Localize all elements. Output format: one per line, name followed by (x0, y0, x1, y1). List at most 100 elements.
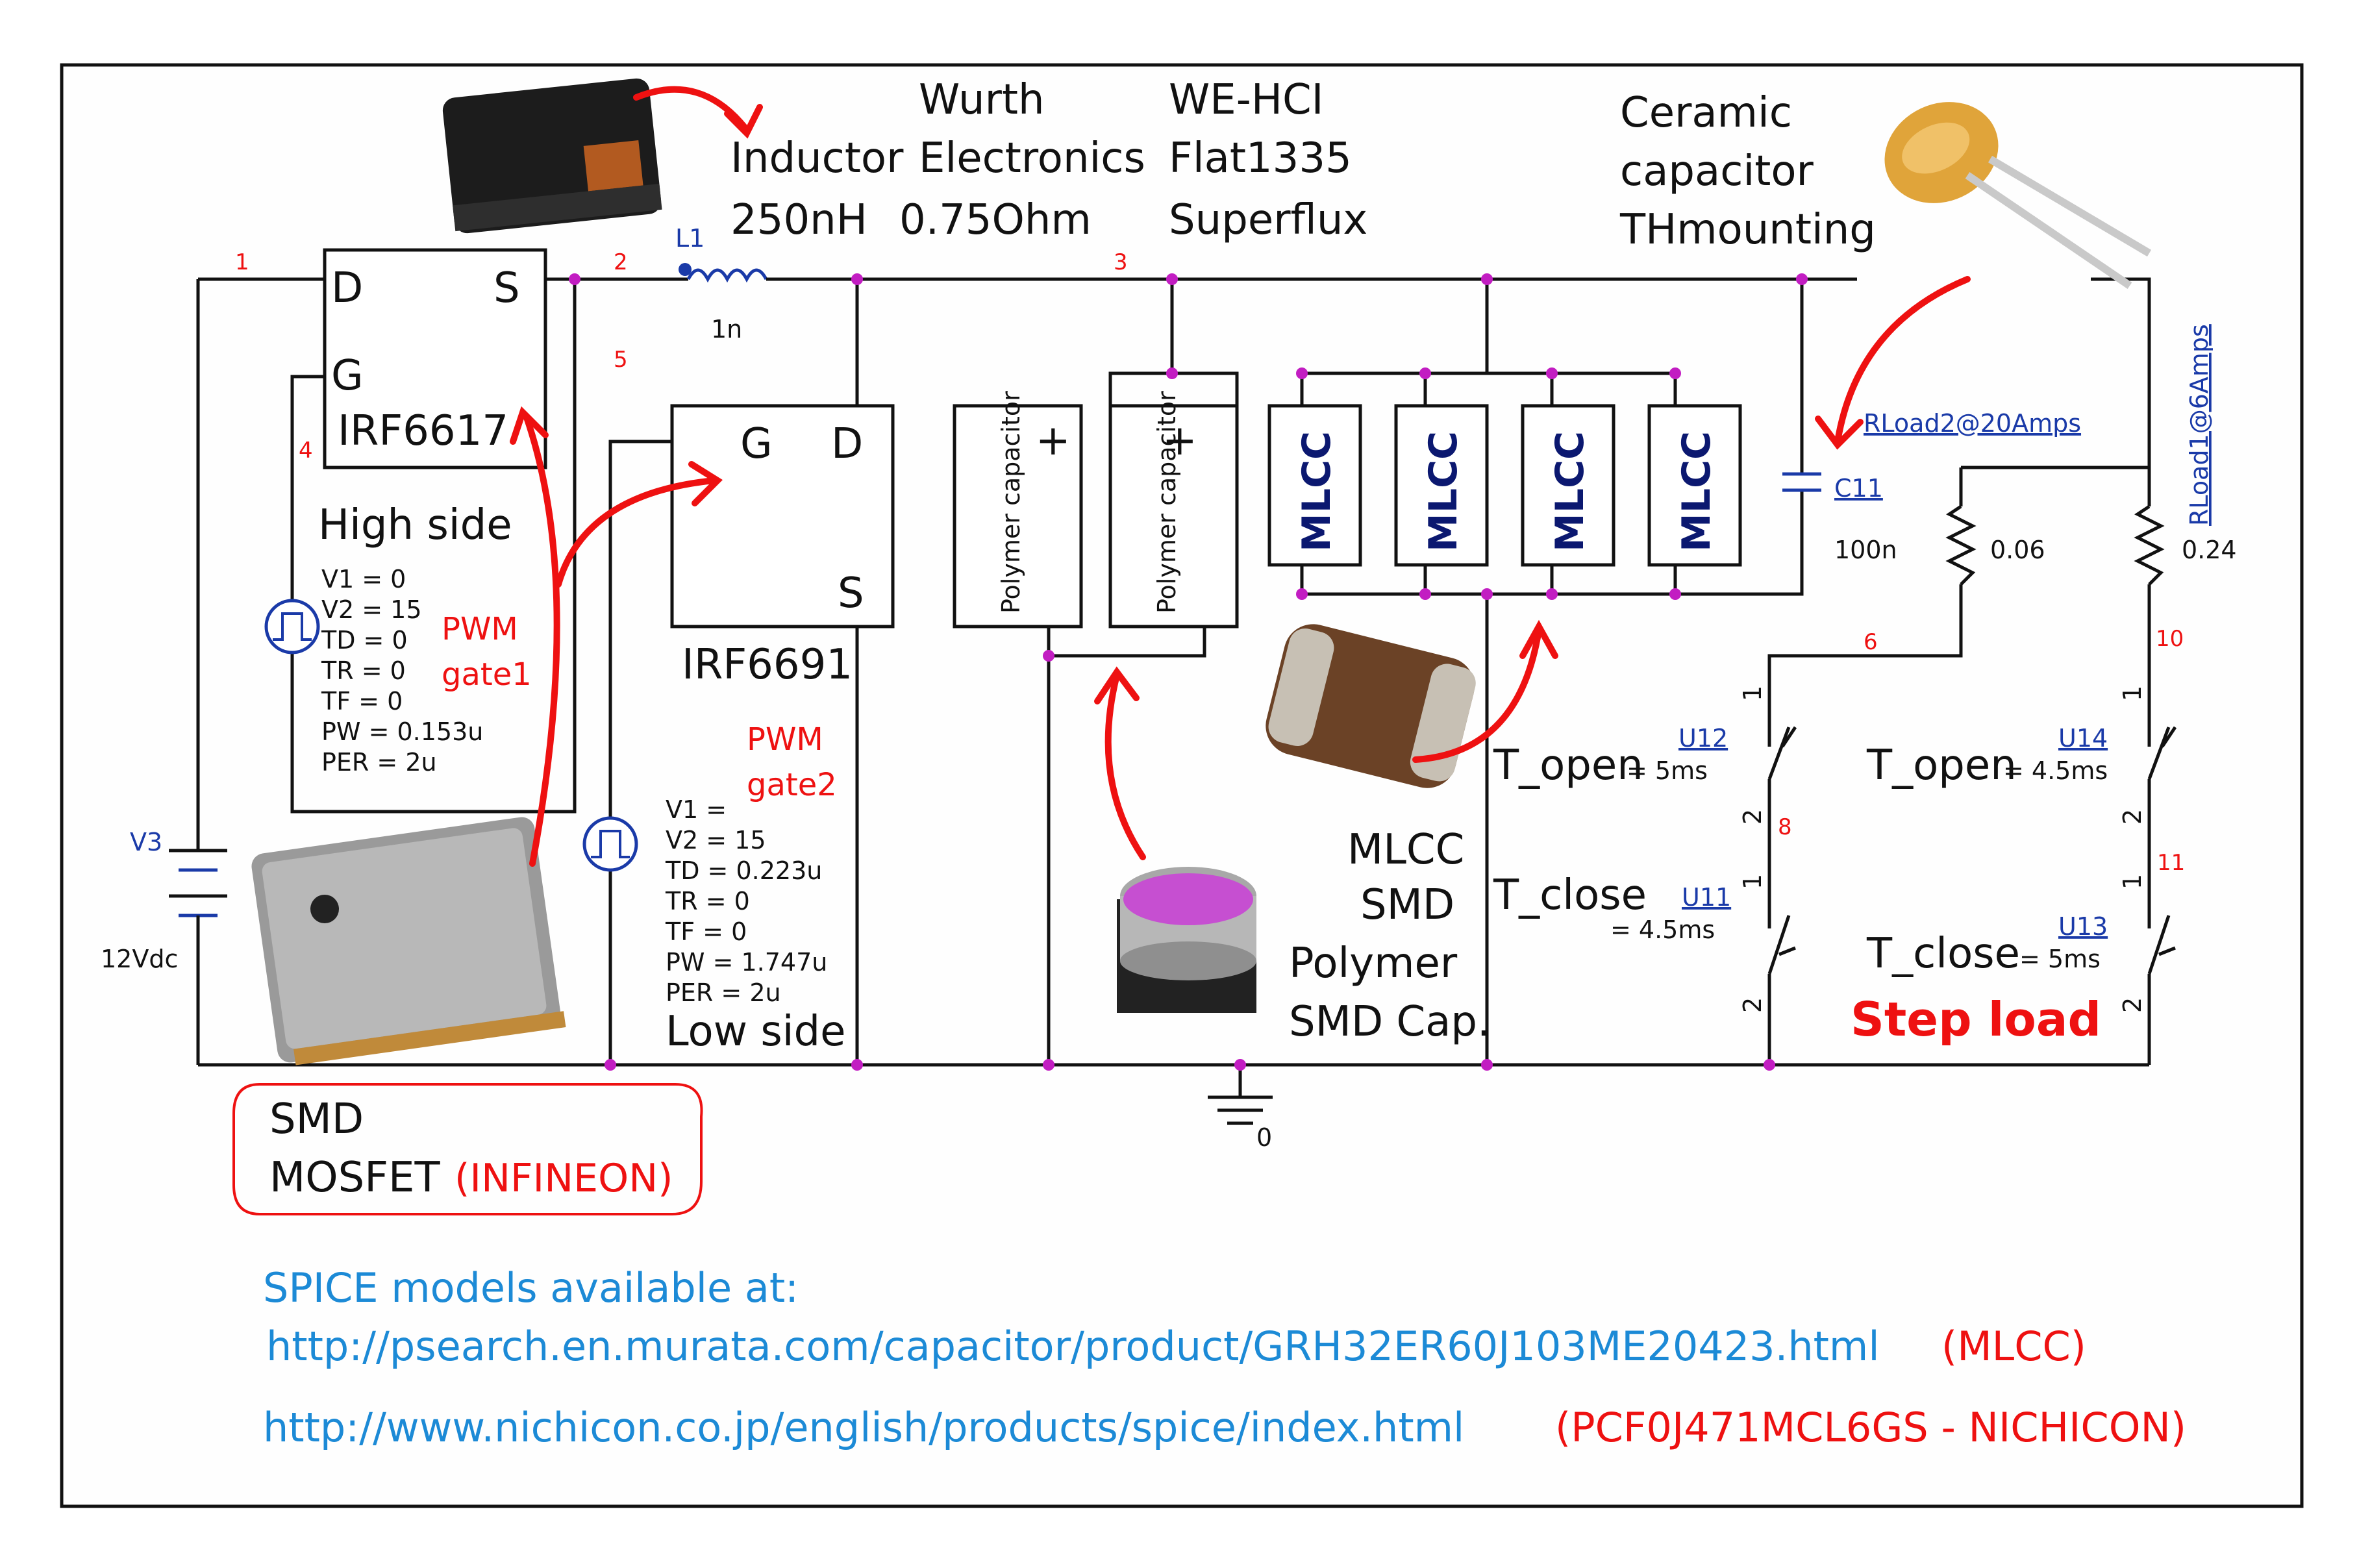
mosfet-photo (251, 817, 566, 1065)
pwm-gate1-b: gate1 (442, 656, 532, 693)
mlcc-label-4: MLCC (1674, 431, 1719, 552)
pulse-source-high (264, 599, 320, 654)
ls-v2: V2 = 15 (666, 826, 766, 854)
electronics-label: Electronics (919, 134, 1145, 182)
resistor-rload1 (2134, 504, 2165, 586)
sw-u13-pin2: 2 (2118, 997, 2147, 1013)
hs-tf: TF = 0 (321, 687, 403, 716)
t-close-a-val: = 4.5ms (1610, 915, 1715, 944)
pulse-source-low (582, 816, 638, 872)
mlcc-label-3: MLCC (1547, 431, 1593, 552)
ls-tf: TF = 0 (665, 917, 747, 946)
inductor-symbol (649, 263, 792, 283)
mlcc-smd-label-1: MLCC (1347, 826, 1464, 874)
mlcc-label-1: MLCC (1294, 431, 1340, 552)
nichicon-note: (PCF0J471MCL6GS - NICHICON) (1555, 1404, 2186, 1451)
u11-label: U11 (1682, 883, 1731, 912)
ceramic-capacitor-photo (1884, 102, 2152, 289)
mlcc-box-4 (1647, 404, 1742, 567)
mosfet-low-box (670, 404, 895, 628)
node-8: 8 (1778, 814, 1792, 840)
polymer-smd-label-1: Polymer (1289, 940, 1458, 988)
c11-symbol (1782, 472, 1821, 492)
u13-label: U13 (2058, 912, 2108, 941)
polymer-cap-plus-2: + (1162, 417, 1197, 465)
hs-drain: D (331, 264, 363, 312)
ceramic-label-2: capacitor (1620, 147, 1814, 195)
node-2: 2 (614, 249, 628, 275)
node-11: 11 (2157, 850, 2185, 876)
rload1-label: RLoad1@6Amps (2185, 324, 2214, 526)
v3-value: 12Vdc (101, 945, 178, 973)
switch-u14 (2147, 721, 2177, 780)
node-dots (569, 273, 1808, 1071)
infineon-label: (INFINEON) (455, 1156, 673, 1201)
low-side-label: Low side (666, 1008, 846, 1056)
ls-per: PER = 2u (666, 978, 781, 1007)
nichicon-link[interactable]: http://www.nichicon.co.jp/english/produc… (263, 1404, 1464, 1451)
pwm-gate2-a: PWM (747, 721, 823, 758)
superflux-label: Superflux (1169, 196, 1367, 244)
mlcc-box-2 (1394, 404, 1489, 567)
ground-label: 0 (1256, 1123, 1272, 1152)
polymer-cap-label-1: Polymer capacitor (997, 391, 1025, 614)
mlcc-box-3 (1521, 404, 1615, 567)
l1-label: L1 (675, 224, 705, 253)
ls-tr: TR = 0 (665, 887, 750, 915)
sw-u11-pin2: 2 (1738, 997, 1767, 1013)
t-close-b-val: = 5ms (2019, 945, 2101, 973)
v3-label: V3 (130, 828, 162, 856)
flat-label: Flat1335 (1169, 134, 1352, 182)
sw-u14-pin1: 1 (2118, 686, 2147, 701)
polymer-cap-label-2: Polymer capacitor (1153, 391, 1181, 614)
t-open-b: T_open (1866, 741, 2017, 790)
murata-link[interactable]: http://psearch.en.murata.com/capacitor/p… (266, 1323, 1880, 1370)
step-load-label: Step load (1851, 992, 2101, 1047)
sw-u12-pin1: 1 (1738, 686, 1767, 701)
r024-label: 0.24 (2182, 536, 2237, 564)
node-4: 4 (299, 438, 313, 464)
node-10: 10 (2156, 626, 2184, 652)
c11-value: 100n (1834, 536, 1897, 564)
we-hci-label: WE-HCI (1169, 76, 1324, 124)
mlcc-box-1 (1267, 404, 1362, 567)
ls-drain: D (831, 420, 863, 468)
hs-td: TD = 0 (321, 626, 408, 654)
t-open-b-val: = 4.5ms (2003, 756, 2108, 785)
sw-u14-pin2: 2 (2118, 809, 2147, 825)
u14-label: U14 (2058, 724, 2108, 753)
switch-u11 (1767, 909, 1796, 975)
hs-gate: G (331, 352, 364, 400)
node-3: 3 (1114, 249, 1128, 275)
pwm-gate1-a: PWM (442, 611, 518, 647)
mlcc-smd-label-2: SMD (1360, 881, 1454, 929)
ls-part: IRF6691 (682, 641, 853, 689)
hs-v1: V1 = 0 (321, 565, 406, 593)
dcr-label: 0.75Ohm (899, 196, 1091, 244)
switch-u13 (2147, 909, 2176, 975)
t-close-a: T_close (1493, 871, 1647, 919)
mlcc-photo (1266, 624, 1476, 788)
t-open-a-val: = 5ms (1627, 756, 1708, 785)
smd-mosfet-callout (232, 1083, 703, 1215)
ls-source: S (838, 569, 864, 617)
high-side-label: High side (318, 501, 512, 549)
c11-label: C11 (1834, 474, 1883, 503)
rload2-label: RLoad2@20Amps (1864, 409, 2081, 438)
hs-pw: PW = 0.153u (321, 717, 483, 746)
annotation-arrows (510, 86, 1971, 867)
inductor-photo (442, 78, 662, 234)
ls-gate: G (740, 420, 773, 468)
polymer-cap-box-1 (953, 404, 1083, 628)
sw-u13-pin1: 1 (2118, 874, 2147, 890)
t-close-b: T_close (1866, 930, 2020, 978)
hs-part: IRF6617 (338, 407, 508, 455)
mosfet-label: MOSFET (269, 1154, 440, 1202)
ceramic-label-3: THmounting (1619, 206, 1876, 254)
hs-per: PER = 2u (321, 748, 437, 777)
inductor-label: Inductor (730, 134, 904, 182)
mlcc-label-2: MLCC (1421, 431, 1466, 552)
mosfet-high-box (323, 248, 547, 469)
ls-td: TD = 0.223u (665, 856, 822, 885)
